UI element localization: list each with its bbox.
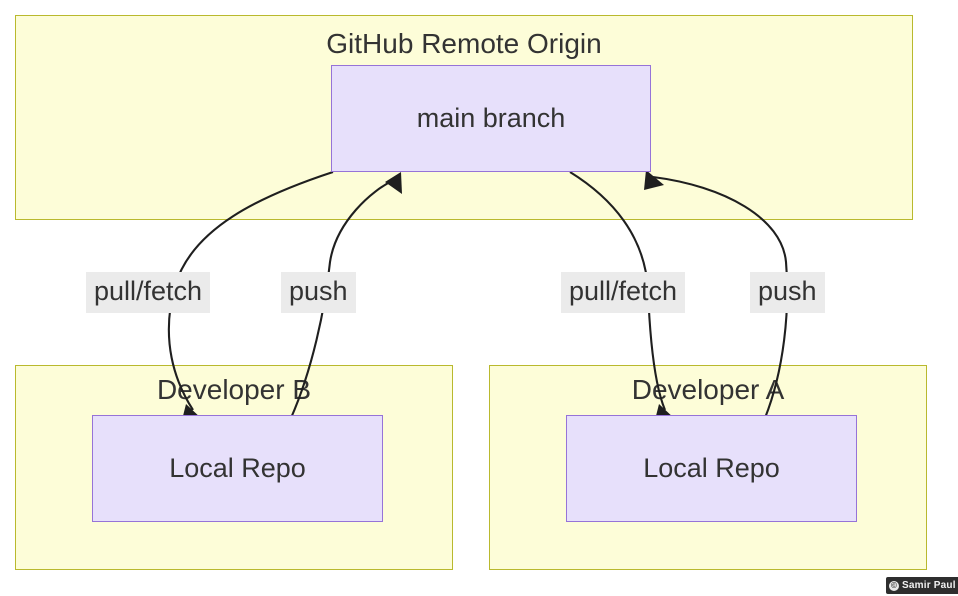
node-main-branch[interactable]: main branch	[331, 65, 651, 172]
copyright-icon: ©	[889, 580, 899, 591]
node-local-repo-developer-b[interactable]: Local Repo	[92, 415, 383, 522]
cluster-title-developer-a: Developer A	[631, 374, 785, 405]
cluster-title-developer-b: Developer B	[156, 374, 312, 405]
node-local-repo-b-label: Local Repo	[169, 453, 306, 483]
node-local-repo-developer-a[interactable]: Local Repo	[566, 415, 857, 522]
watermark-label: Samir Paul	[902, 579, 956, 591]
edge-label-push-developer-b: push	[281, 272, 356, 313]
watermark-badge: © Samir Paul	[886, 577, 958, 594]
node-main-branch-label: main branch	[416, 103, 566, 133]
edge-label-pull-fetch-developer-b: pull/fetch	[86, 272, 211, 313]
node-local-repo-a-label: Local Repo	[643, 453, 780, 483]
edge-label-push-developer-a: push	[750, 272, 825, 313]
edge-label-pull-fetch-developer-a: pull/fetch	[561, 272, 686, 313]
cluster-title-remote: GitHub Remote Origin	[326, 28, 602, 59]
